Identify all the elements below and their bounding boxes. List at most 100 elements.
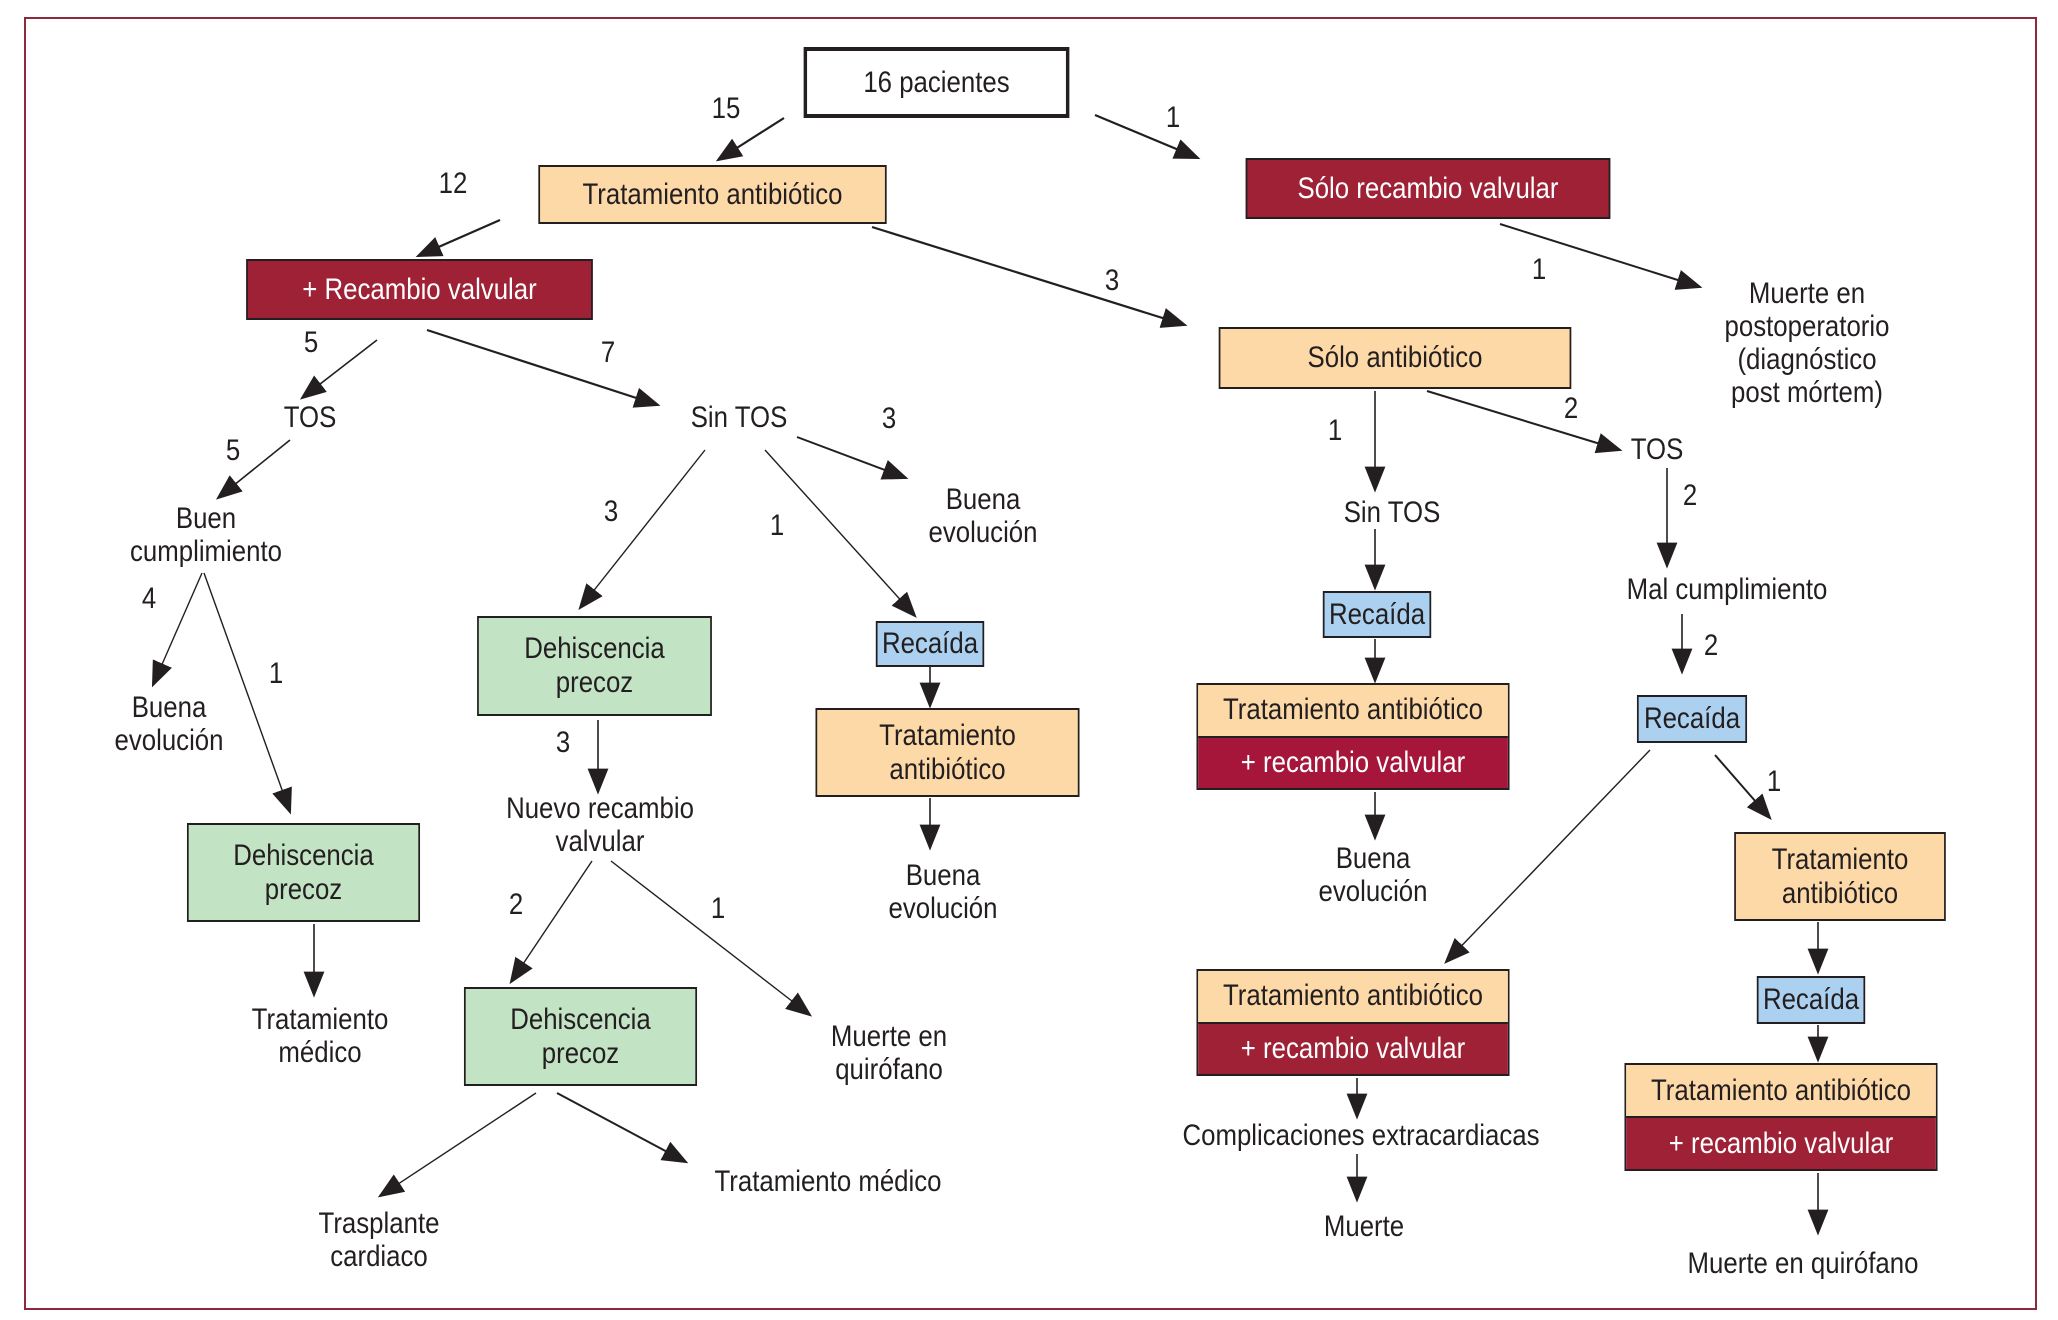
good-outcome-mid-line2: evolución <box>888 892 998 925</box>
dehiscence-left-line1: Dehiscencia <box>233 838 374 872</box>
arrow-only-valve-to-death <box>1499 223 1703 290</box>
death-or-right-label: Muerte en quirófano <box>1687 1247 1919 1280</box>
arrow-relapse-to-tx-r <box>1714 754 1772 820</box>
death-postop-line3: (diagnóstico <box>1737 343 1877 376</box>
diagram-frame <box>24 17 2037 1310</box>
count-tos-to-bad-compliance: 2 <box>1682 479 1698 512</box>
dehiscence-bottom-node: Dehiscencia precoz <box>463 987 698 1086</box>
antibiotic-treatment-mid-node: Tratamiento antibiótico <box>815 708 1080 797</box>
count-sintos-to-relapse: 1 <box>769 509 785 542</box>
antibiotic-treatment-r-node: Tratamiento antibiótico <box>1734 832 1946 921</box>
new-valve-label: Nuevo recambio valvular <box>506 792 694 858</box>
death-postop-label: Muerte en postoperatorio (diagnóstico po… <box>1725 277 1890 409</box>
count-new-valve-to-death: 1 <box>710 892 726 925</box>
arrow-compliance-to-dehiscence <box>203 572 292 815</box>
only-valve-replacement-label: Sólo recambio valvular <box>1297 171 1559 205</box>
arrow-antibiotic-to-plus-valve <box>415 218 501 258</box>
death-or-mid-label: Muerte en quirófano <box>831 1020 947 1086</box>
transplant-line1: Trasplante <box>318 1207 440 1240</box>
medical-tx-left-line1: Tratamiento <box>251 1003 389 1036</box>
relapse-r1-label: Recaída <box>1328 597 1426 631</box>
new-valve-line1: Nuevo recambio <box>506 792 694 825</box>
stack-r2-valve: + recambio valvular <box>1198 1021 1508 1074</box>
good-outcome-sintos-line1: Buena <box>945 483 1021 516</box>
arrow-tos-to-compliance <box>215 439 291 500</box>
count-antibiotic-to-plus-valve: 12 <box>438 167 468 200</box>
good-outcome-mid-line1: Buena <box>905 859 981 892</box>
antibiotic-treatment-mid-line2: antibiótico <box>889 752 1006 786</box>
good-outcome-left-line2: evolución <box>114 724 224 757</box>
good-compliance-line2: cumplimiento <box>130 535 282 568</box>
death-or-mid-line1: Muerte en <box>830 1020 948 1053</box>
death-or-mid-line2: quirófano <box>835 1053 943 1086</box>
only-antibiotic-node: Sólo antibiótico <box>1218 327 1572 389</box>
relapse-mid-node: Recaída <box>875 621 985 667</box>
good-outcome-r1-line2: evolución <box>1318 875 1428 908</box>
medical-tx-left-label: Tratamiento médico <box>252 1003 389 1069</box>
good-outcome-r1-label: Buena evolución <box>1318 842 1427 908</box>
relapse-r3-node: Recaída <box>1756 976 1866 1024</box>
dehiscence-bottom-line2: precoz <box>541 1036 620 1070</box>
good-outcome-r1-line1: Buena <box>1335 842 1411 875</box>
arrow-plus-valve-to-tos <box>299 339 378 400</box>
stack-r3-valve: + recambio valvular <box>1626 1116 1936 1169</box>
dehiscence-bottom-line1: Dehiscencia <box>510 1002 651 1036</box>
death-postop-line1: Muerte en <box>1748 277 1866 310</box>
relapse-r3-label: Recaída <box>1762 983 1860 1016</box>
plus-valve-replacement-node: + Recambio valvular <box>246 259 593 320</box>
count-new-valve-to-dehiscence: 2 <box>508 888 524 921</box>
count-compliance-to-good: 4 <box>141 582 157 615</box>
antibiotic-treatment-r-line1: Tratamiento <box>1771 842 1909 876</box>
tos-left-label: TOS <box>283 401 337 434</box>
arrow-compliance-to-good <box>151 572 203 688</box>
good-compliance-label: Buen cumplimiento <box>130 502 282 568</box>
bad-compliance-label: Mal cumplimiento <box>1626 573 1828 606</box>
stack-r1-valve: + recambio valvular <box>1198 735 1508 788</box>
count-root-to-antibiotic: 15 <box>711 92 741 125</box>
count-antibiotic-to-only-antibiotic: 3 <box>1104 264 1120 297</box>
only-antibiotic-label: Sólo antibiótico <box>1307 341 1483 374</box>
count-tos-to-compliance: 5 <box>225 434 241 467</box>
stack-r2-antibiotic: Tratamiento antibiótico <box>1198 971 1508 1022</box>
dehiscence-mid-line1: Dehiscencia <box>524 632 665 665</box>
arrow-sintos-to-relapse <box>764 449 917 618</box>
count-sintos-to-dehiscence: 3 <box>603 495 619 528</box>
antibiotic-treatment-node: Tratamiento antibiótico <box>538 165 887 224</box>
medical-tx-bottom-label: Tratamiento médico <box>714 1165 942 1198</box>
transplant-line2: cardiaco <box>330 1240 428 1273</box>
arrow-dehiscence-to-transplant <box>377 1092 537 1198</box>
arrow-dehiscence-to-medical <box>556 1092 689 1164</box>
dehiscence-left-node: Dehiscencia precoz <box>186 823 421 922</box>
stack-r2-node: Tratamiento antibiótico + recambio valvu… <box>1196 969 1510 1076</box>
medical-tx-left-line2: médico <box>278 1036 362 1069</box>
count-relapse-to-tx: 1 <box>1766 765 1782 798</box>
arrow-sintos-to-good <box>796 436 909 480</box>
stack-r1-antibiotic: Tratamiento antibiótico <box>1198 685 1508 736</box>
relapse-r2-node: Recaída <box>1636 695 1748 743</box>
count-compliance-to-dehiscence: 1 <box>268 657 284 690</box>
sin-tos-left-label: Sin TOS <box>690 401 788 434</box>
arrow-antibiotic-to-only-antibiotic <box>871 225 1188 328</box>
good-outcome-sintos-line2: evolución <box>928 516 1038 549</box>
arrow-new-valve-to-death <box>610 860 813 1017</box>
stack-r1-node: Tratamiento antibiótico + recambio valvu… <box>1196 683 1510 790</box>
arrow-sintos-to-dehiscence <box>578 449 706 611</box>
relapse-mid-label: Recaída <box>881 627 979 660</box>
antibiotic-treatment-mid-line1: Tratamiento <box>879 718 1016 752</box>
count-only-ab-to-tos: 2 <box>1563 392 1579 425</box>
death-postop-line2: postoperatorio <box>1724 310 1890 343</box>
good-compliance-line1: Buen <box>175 502 237 535</box>
count-dehiscence-to-new-valve: 3 <box>555 726 571 759</box>
relapse-r2-label: Recaída <box>1643 702 1741 735</box>
good-outcome-left-label: Buena evolución <box>114 691 223 757</box>
plus-valve-replacement-label: + Recambio valvular <box>302 272 537 306</box>
dehiscence-mid-line2: precoz <box>555 666 634 699</box>
count-plus-valve-to-sintos: 7 <box>600 336 616 369</box>
count-plus-valve-to-tos: 5 <box>303 326 319 359</box>
sin-tos-right-label: Sin TOS <box>1343 496 1441 529</box>
extracardiac-label: Complicaciones extracardiacas <box>1182 1119 1540 1152</box>
transplant-label: Trasplante cardiaco <box>319 1207 440 1273</box>
root-node: 16 pacientes <box>803 47 1070 118</box>
good-outcome-left-line1: Buena <box>131 691 207 724</box>
